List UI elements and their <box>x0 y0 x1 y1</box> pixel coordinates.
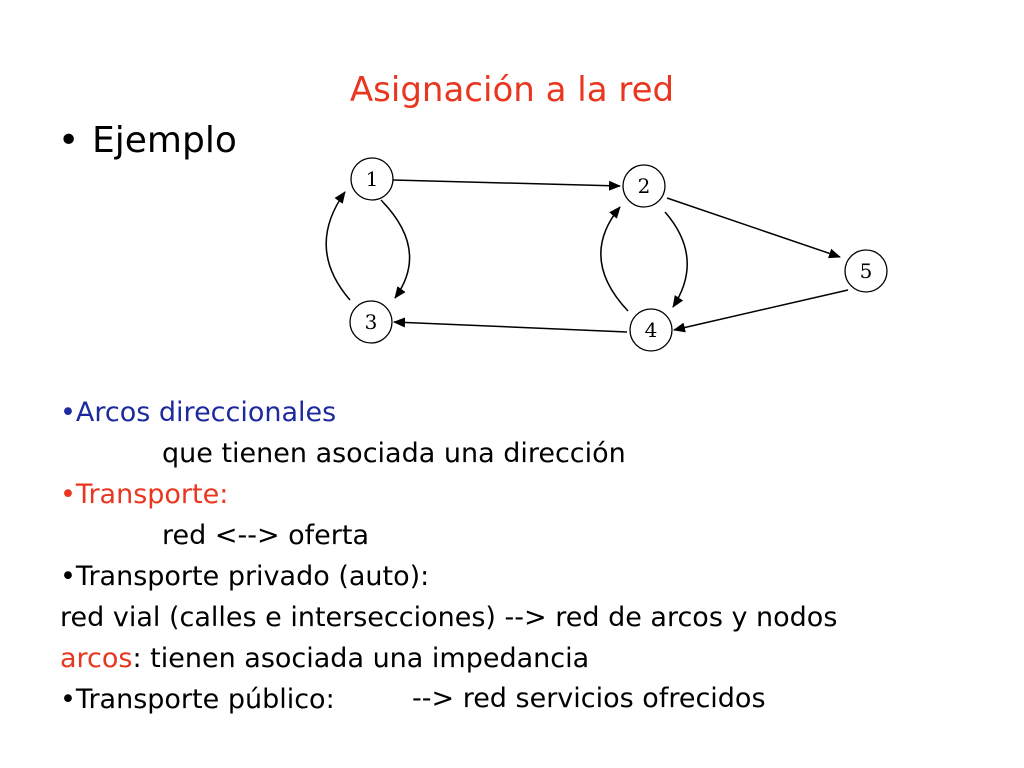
node-2: 2 <box>622 164 666 208</box>
bullet-transporte: •Transporte: <box>60 479 229 510</box>
edge-4-3 <box>393 317 628 333</box>
node-label: 1 <box>366 167 379 191</box>
bullet-transporte-publico: •Transporte público: <box>60 684 335 715</box>
edge-2-4 <box>664 211 688 308</box>
servicios-ofrecidos-text: --> red servicios ofrecidos <box>412 683 766 714</box>
bullet-arcos-description: que tienen asociada una dirección <box>162 438 626 469</box>
node-label: 5 <box>860 259 873 283</box>
node-1: 1 <box>350 157 394 201</box>
arcos-keyword: arcos <box>60 643 133 674</box>
red-vial-line: red vial (calles e intersecciones) --> r… <box>60 602 838 633</box>
arcos-impedancia-line: arcos: tienen asociada una impedancia <box>60 638 837 679</box>
node-5: 5 <box>844 249 888 293</box>
node-3: 3 <box>349 300 393 344</box>
edge-2-5 <box>666 197 841 259</box>
slide-title: Asignación a la red <box>349 70 675 110</box>
edge-3-1 <box>325 191 351 301</box>
bullet-transporte-privado: •Transporte privado (auto): <box>60 561 430 592</box>
edge-1-3 <box>380 199 411 299</box>
node-label: 3 <box>365 310 378 334</box>
node-4: 4 <box>629 308 673 352</box>
main-bullet-text: Ejemplo <box>92 120 237 161</box>
bullet-transporte-description: red <--> oferta <box>162 520 370 551</box>
content-bullets: •Arcos direccionales que tienen asociada… <box>60 392 837 720</box>
node-label: 2 <box>638 174 651 198</box>
node-label: 4 <box>645 318 658 342</box>
edge-5-4 <box>673 289 849 333</box>
bullet-dot: • <box>58 120 80 161</box>
arcos-impedancia-text: : tienen asociada una impedancia <box>132 643 590 674</box>
edge-4-2 <box>600 206 629 312</box>
main-bullet: • Ejemplo <box>58 120 237 161</box>
bullet-arcos-direccionales: •Arcos direccionales <box>60 397 337 428</box>
edge-1-2 <box>392 179 621 191</box>
